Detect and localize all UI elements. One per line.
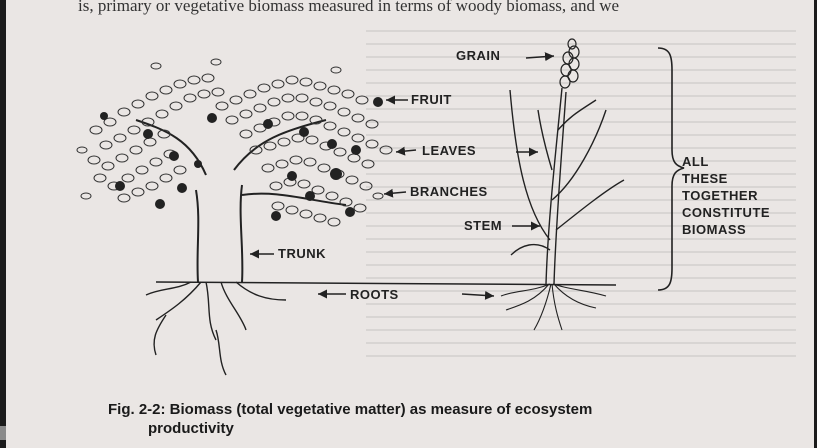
- grain-head: [560, 39, 579, 88]
- biomass-brace: [658, 48, 684, 290]
- brace-note-line: TOGETHER: [682, 187, 802, 204]
- label-grain: GRAIN: [456, 48, 500, 63]
- caption-line-2: productivity: [108, 419, 808, 438]
- brace-note-line: BIOMASS: [682, 221, 802, 238]
- grain-roots: [501, 284, 606, 330]
- figure-caption: Fig. 2-2: Biomass (total vegetative matt…: [108, 400, 808, 438]
- brace-note-line: THESE: [682, 170, 802, 187]
- ground-line: [156, 282, 616, 285]
- label-leaves: LEAVES: [422, 143, 476, 158]
- page-edge-mark: [0, 426, 6, 440]
- brace-note-line: CONSTITUTE: [682, 204, 802, 221]
- tree-roots: [146, 282, 286, 375]
- brace-note: ALL THESE TOGETHER CONSTITUTE BIOMASS: [682, 153, 802, 238]
- label-fruit: FRUIT: [411, 92, 452, 107]
- label-stem: STEM: [464, 218, 502, 233]
- label-trunk: TRUNK: [278, 246, 326, 261]
- book-page: is, primary or vegetative biomass measur…: [6, 0, 814, 448]
- caption-line-1: Fig. 2-2: Biomass (total vegetative matt…: [108, 401, 592, 418]
- grain-plant: [510, 88, 624, 284]
- brace-note-line: ALL: [682, 153, 802, 170]
- tree-canopy: [77, 59, 392, 226]
- label-branches: BRANCHES: [410, 184, 488, 199]
- label-roots: ROOTS: [350, 287, 399, 302]
